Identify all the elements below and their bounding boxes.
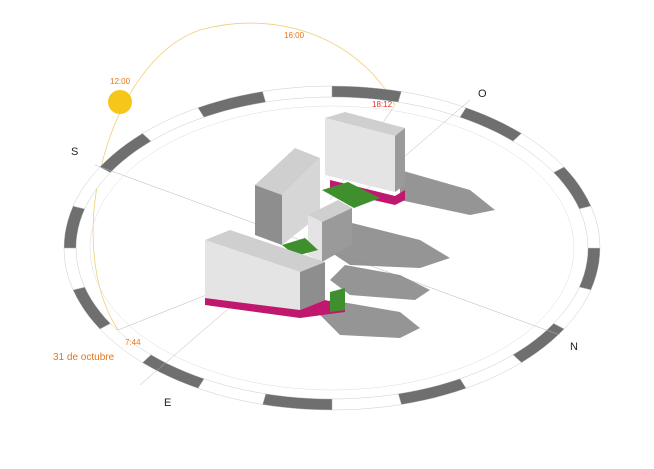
compass-ring-segment xyxy=(63,247,85,291)
compass-label-west: O xyxy=(478,88,487,100)
compass-ring-segment xyxy=(72,286,111,330)
time-label-afternoon: 16:00 xyxy=(284,31,305,40)
date-label: 31 de octubre xyxy=(53,352,115,363)
compass-ring xyxy=(63,85,601,411)
compass-ring-segment xyxy=(99,133,152,173)
compass-ring-segment xyxy=(459,107,522,142)
time-label-sunrise: 7:44 xyxy=(125,338,141,347)
compass-ring-ticks xyxy=(89,105,575,391)
building-block-south xyxy=(205,230,345,318)
compass-ring-segment xyxy=(262,393,333,411)
courtyard-green-north xyxy=(322,182,380,208)
time-label-sunset: 18:12 xyxy=(372,100,393,109)
compass-ring-segment xyxy=(553,286,592,330)
compass-label-east: E xyxy=(164,397,172,409)
compass-ring-segment xyxy=(579,205,601,249)
compass-ring-segment xyxy=(142,354,205,389)
time-label-noon: 12:00 xyxy=(110,77,131,86)
building-complex xyxy=(205,112,405,318)
compass-ring-segment xyxy=(142,107,205,142)
compass-label-north: N xyxy=(570,341,578,353)
compass-label-south: S xyxy=(71,146,79,158)
sun-path-arc xyxy=(92,22,396,331)
compass-ring-segment xyxy=(579,247,601,291)
sun-icon xyxy=(108,90,132,114)
compass-ring-segment xyxy=(331,393,402,411)
compass-inner-ellipse xyxy=(89,105,575,391)
compass-ring-segment xyxy=(459,354,522,389)
compass-ring-segment xyxy=(262,85,333,103)
compass-ring-segment xyxy=(72,166,111,210)
compass-ring-segment xyxy=(553,166,592,210)
compass-ring-segment xyxy=(63,205,85,249)
compass-ring-segment xyxy=(512,323,565,363)
building-tower-center xyxy=(255,148,320,245)
compass-ring-segment xyxy=(512,133,565,173)
